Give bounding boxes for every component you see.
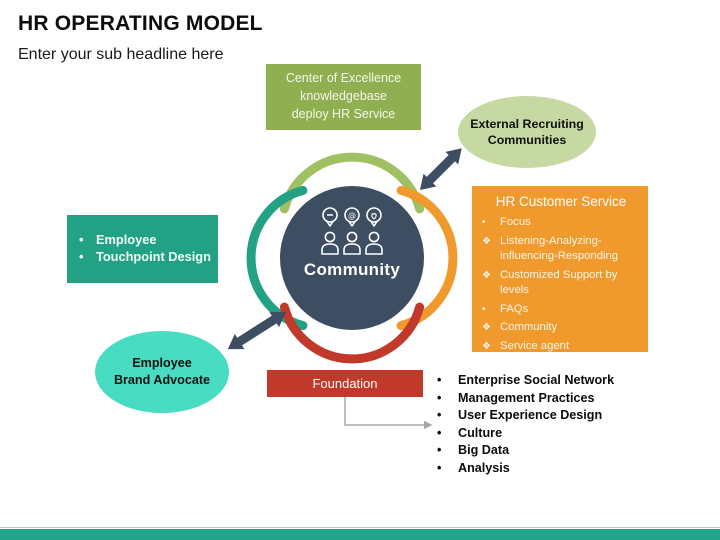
list-item: • Management Practices <box>437 390 642 408</box>
list-item: • Enterprise Social Network <box>437 372 642 390</box>
list-item-label: Culture <box>458 425 503 440</box>
node-text-line: Communities <box>487 133 567 147</box>
node-text-line: Center of Excellence <box>285 71 402 86</box>
foundation-connector-arrowhead-icon <box>424 420 433 430</box>
list-item-label: Touchpoint Design <box>96 249 211 264</box>
list-item: • Culture <box>437 425 642 443</box>
bullet-glyph: • <box>79 232 84 247</box>
arc-top-green <box>279 152 425 214</box>
list-item-label: Service agent <box>500 340 570 353</box>
list-item-label: Employee <box>96 232 157 247</box>
list-item: • Focus <box>482 215 640 230</box>
foundation-list: • Enterprise Social Network • Management… <box>437 372 642 477</box>
page-title: HR OPERATING MODEL <box>18 12 263 35</box>
hr-customer-service-list: • Focus ❖ Listening-Analyzing-influencin… <box>482 215 640 358</box>
node-hr-customer-service: HR Customer Service • Focus ❖ Listening-… <box>472 186 648 352</box>
list-item-label: Analysis <box>458 460 510 475</box>
node-text-line: External Recruiting <box>470 116 584 131</box>
list-item: ❖ Listening-Analyzing-influencing-Respon… <box>482 234 640 264</box>
arrow-to-brand-advocate <box>227 311 286 350</box>
list-item-label: Community <box>500 321 558 334</box>
community-circle <box>280 186 424 330</box>
bullet-glyph: • <box>482 217 486 228</box>
bullet-glyph: ❖ <box>482 322 491 334</box>
node-text-line: Employee <box>132 356 192 370</box>
node-title: HR Customer Service <box>495 194 627 209</box>
list-item: • Employee <box>79 232 218 247</box>
node-text-line: Brand Advocate <box>113 373 211 387</box>
list-item-label: Listening-Analyzing-influencing-Respondi… <box>500 234 619 262</box>
list-item-label: Focus <box>500 216 531 228</box>
page-subtitle: Enter your sub headline here <box>18 46 224 63</box>
list-item-label: Customized Support by levels <box>500 268 618 296</box>
community-people-icon: @ <box>321 207 383 255</box>
node-employee-touchpoint-design: • Employee • Touchpoint Design <box>67 215 218 283</box>
node-text-line: knowledgebase <box>300 89 387 104</box>
list-item: ❖ Community <box>482 320 640 335</box>
list-item: • User Experience Design <box>437 407 642 425</box>
bullet-glyph: • <box>437 408 442 422</box>
bullet-glyph: • <box>437 373 442 387</box>
bullet-glyph: ❖ <box>482 269 491 281</box>
list-item: • Big Data <box>437 442 642 460</box>
list-item-label: FAQs <box>500 302 529 315</box>
list-item: • Analysis <box>437 460 642 478</box>
bullet-glyph: • <box>482 303 486 315</box>
bullet-glyph: • <box>437 390 442 405</box>
node-text-line: deploy HR Service <box>291 106 396 121</box>
list-item: ❖ Customized Support by levels <box>482 268 640 298</box>
list-item: • Touchpoint Design <box>79 249 218 264</box>
community-label: Community <box>303 260 401 279</box>
list-item-label: User Experience Design <box>458 408 603 422</box>
svg-text:@: @ <box>348 211 356 220</box>
bullet-glyph: ❖ <box>482 235 491 247</box>
arc-bottom-red <box>279 302 425 364</box>
bullet-glyph: • <box>437 425 442 440</box>
bullet-glyph: • <box>437 443 442 457</box>
node-center-of-excellence: Center of Excellence knowledgebase deploy … <box>266 64 421 130</box>
bullet-glyph: • <box>79 249 84 264</box>
footer-divider <box>0 526 720 528</box>
list-item-label: Management Practices <box>458 390 595 405</box>
node-title: Foundation <box>312 376 378 391</box>
bullet-glyph: ❖ <box>482 341 491 353</box>
list-item: ❖ Service agent <box>482 339 640 354</box>
list-item-label: Big Data <box>458 443 510 457</box>
foundation-connector-line <box>344 397 424 426</box>
footer-bar <box>0 529 720 540</box>
list-item: • FAQs <box>482 302 640 317</box>
list-item-label: Enterprise Social Network <box>458 373 615 387</box>
arc-right-orange <box>396 185 458 331</box>
node-foundation: Foundation <box>267 370 423 397</box>
bullet-glyph: • <box>437 460 442 475</box>
employee-touchpoint-list: • Employee • Touchpoint Design <box>79 232 218 266</box>
arrow-to-external-recruiting <box>420 148 462 190</box>
